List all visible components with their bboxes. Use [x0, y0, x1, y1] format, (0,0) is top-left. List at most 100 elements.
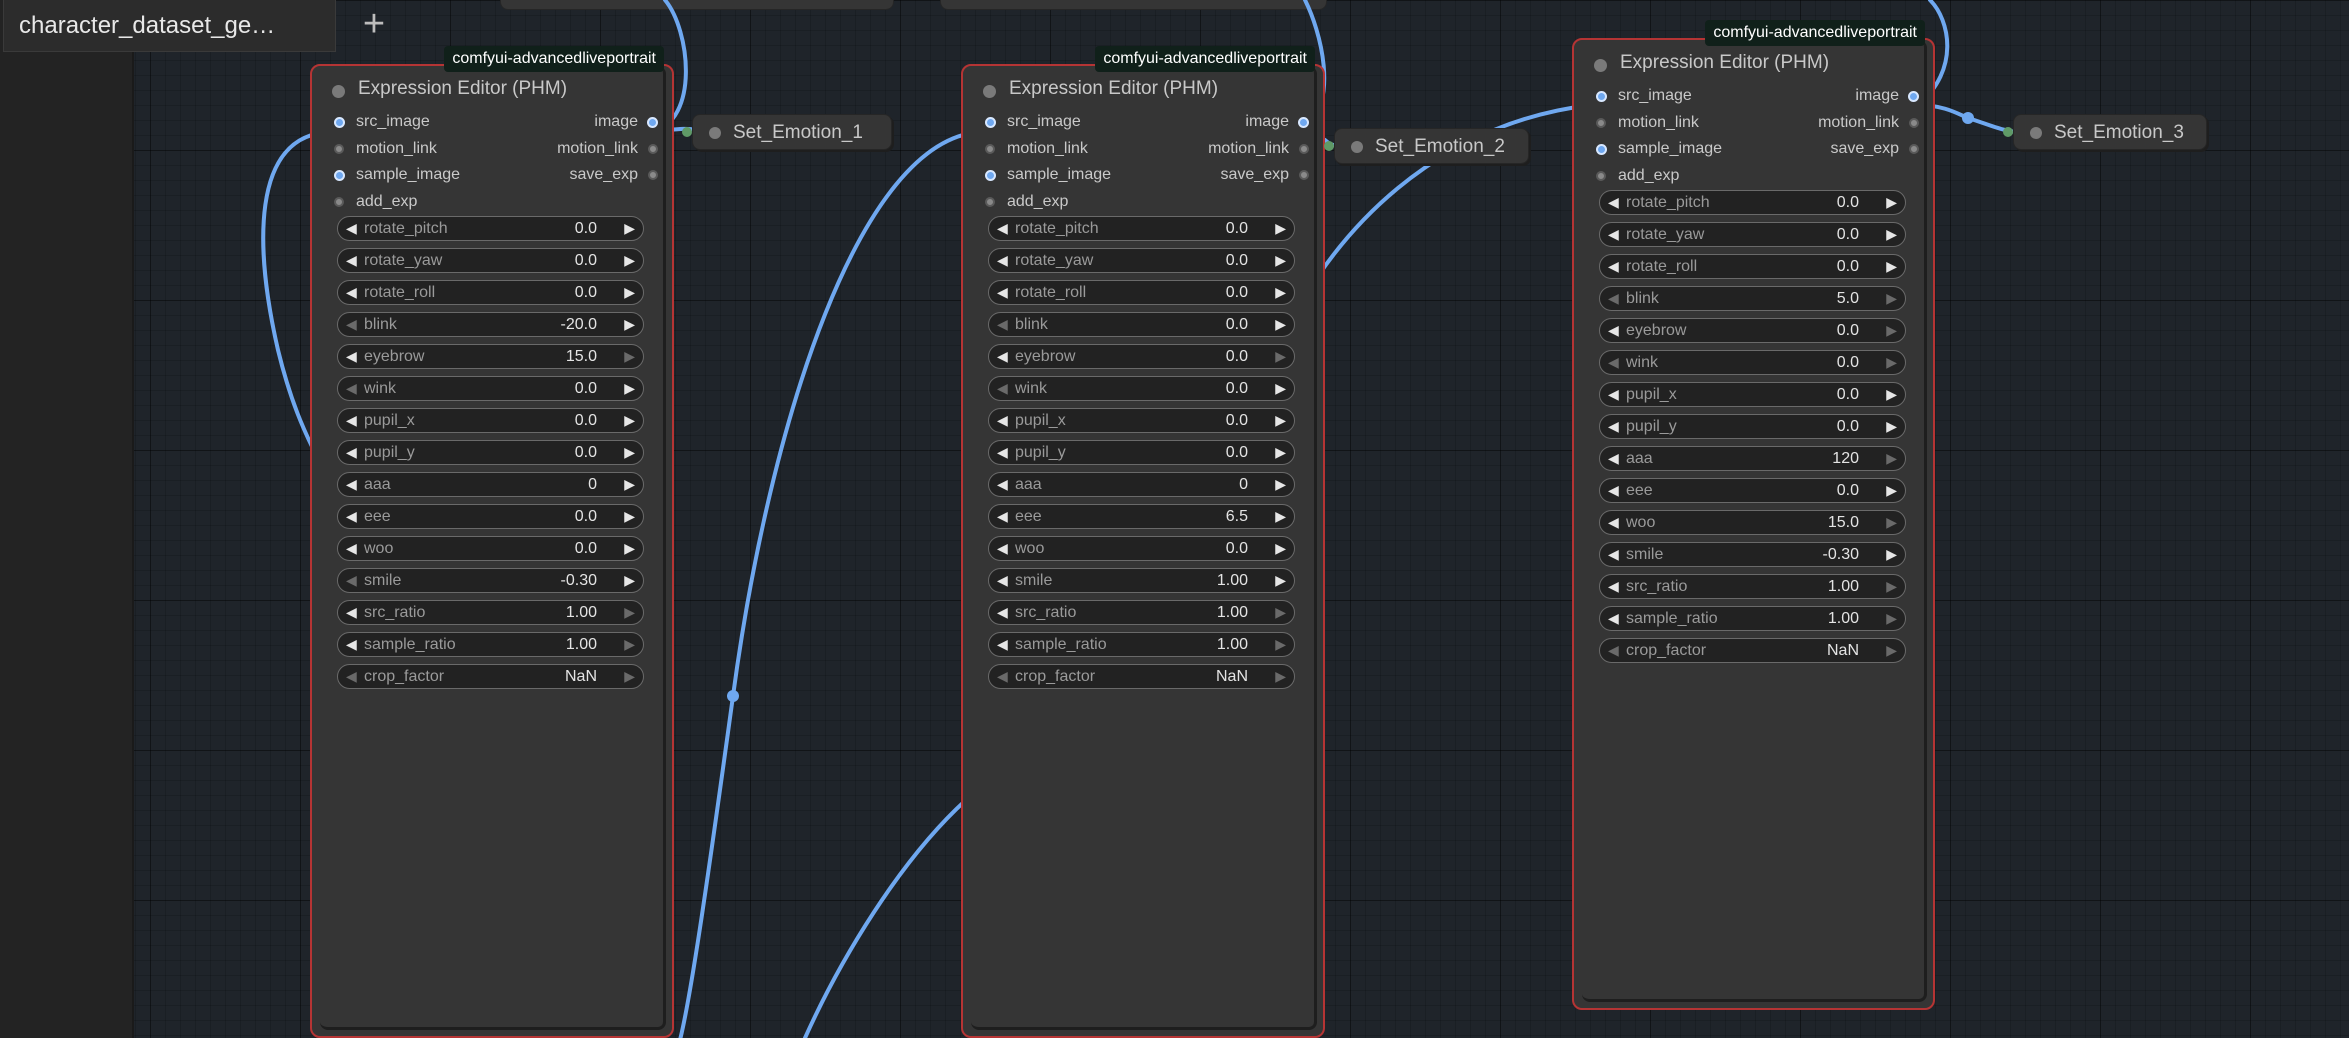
- add-tab-button[interactable]: +: [362, 3, 386, 45]
- output-dot-icon[interactable]: [1908, 91, 1919, 102]
- widget-value[interactable]: 0.0: [574, 412, 597, 429]
- decrement-arrow-icon[interactable]: ◀: [1608, 258, 1619, 274]
- output-dot-icon[interactable]: [648, 170, 658, 181]
- decrement-arrow-icon[interactable]: ◀: [1608, 642, 1619, 658]
- workflow-tab[interactable]: character_dataset_ge…: [3, 0, 336, 52]
- decrement-arrow-icon[interactable]: ◀: [346, 380, 357, 396]
- widget-value[interactable]: NaN: [564, 668, 597, 685]
- decrement-arrow-icon[interactable]: ◀: [997, 540, 1008, 556]
- output-slot-save-exp[interactable]: save_exp: [1719, 139, 1919, 159]
- input-dot-icon[interactable]: [334, 197, 344, 208]
- increment-arrow-icon[interactable]: ▶: [624, 380, 635, 396]
- increment-arrow-icon[interactable]: ▶: [624, 252, 635, 268]
- output-dot-icon[interactable]: [1299, 170, 1309, 181]
- output-slot-motion-link[interactable]: motion_link: [1719, 113, 1919, 133]
- increment-arrow-icon[interactable]: ▶: [1886, 482, 1897, 498]
- increment-arrow-icon[interactable]: ▶: [624, 636, 635, 652]
- widget-value[interactable]: 0: [1239, 476, 1248, 493]
- decrement-arrow-icon[interactable]: ◀: [1608, 578, 1619, 594]
- input-dot-icon[interactable]: [985, 143, 995, 154]
- input-dot-icon[interactable]: [334, 143, 344, 154]
- increment-arrow-icon[interactable]: ▶: [1886, 322, 1897, 338]
- widget-value[interactable]: 0.0: [574, 220, 597, 237]
- decrement-arrow-icon[interactable]: ◀: [997, 252, 1008, 268]
- increment-arrow-icon[interactable]: ▶: [1886, 546, 1897, 562]
- input-dot-icon[interactable]: [985, 170, 996, 182]
- increment-arrow-icon[interactable]: ▶: [624, 444, 635, 460]
- widget-value[interactable]: 1.00: [1216, 572, 1248, 589]
- output-slot-save-exp[interactable]: save_exp: [458, 165, 658, 185]
- output-dot-icon[interactable]: [648, 143, 658, 154]
- output-dot-icon[interactable]: [1298, 117, 1309, 128]
- set-node-input-dot-icon[interactable]: [1324, 141, 1334, 151]
- decrement-arrow-icon[interactable]: ◀: [1608, 610, 1619, 626]
- widget-smile[interactable]: ◀smile-0.30▶: [1599, 542, 1906, 567]
- widget-value[interactable]: NaN: [1826, 642, 1859, 659]
- widget-value[interactable]: 0.0: [1225, 348, 1248, 365]
- widget-value[interactable]: 0.0: [1836, 418, 1859, 435]
- decrement-arrow-icon[interactable]: ◀: [1608, 514, 1619, 530]
- decrement-arrow-icon[interactable]: ◀: [1608, 482, 1619, 498]
- widget-value[interactable]: 0: [588, 476, 597, 493]
- widget-value[interactable]: 1.00: [565, 636, 597, 653]
- increment-arrow-icon[interactable]: ▶: [1886, 354, 1897, 370]
- set-node-input-dot-icon[interactable]: [682, 127, 692, 137]
- increment-arrow-icon[interactable]: ▶: [1886, 642, 1897, 658]
- set-emotion-node-3[interactable]: Set_Emotion_3: [2013, 114, 2207, 150]
- collapse-dot-icon[interactable]: [1351, 141, 1363, 153]
- decrement-arrow-icon[interactable]: ◀: [997, 476, 1008, 492]
- decrement-arrow-icon[interactable]: ◀: [1608, 546, 1619, 562]
- increment-arrow-icon[interactable]: ▶: [1886, 418, 1897, 434]
- set-node-input-dot-icon[interactable]: [2003, 127, 2013, 137]
- increment-arrow-icon[interactable]: ▶: [624, 668, 635, 684]
- increment-arrow-icon[interactable]: ▶: [1886, 514, 1897, 530]
- input-dot-icon[interactable]: [1596, 117, 1606, 128]
- decrement-arrow-icon[interactable]: ◀: [1608, 354, 1619, 370]
- decrement-arrow-icon[interactable]: ◀: [997, 444, 1008, 460]
- set-emotion-node-2[interactable]: Set_Emotion_2: [1334, 128, 1529, 164]
- widget-value[interactable]: 0.0: [1225, 284, 1248, 301]
- increment-arrow-icon[interactable]: ▶: [624, 316, 635, 332]
- decrement-arrow-icon[interactable]: ◀: [346, 668, 357, 684]
- increment-arrow-icon[interactable]: ▶: [1886, 386, 1897, 402]
- widget-value[interactable]: 0.0: [1836, 258, 1859, 275]
- collapse-dot-icon[interactable]: [1594, 59, 1607, 72]
- widget-value[interactable]: 0.0: [1225, 316, 1248, 333]
- widget-value[interactable]: 0.0: [574, 508, 597, 525]
- decrement-arrow-icon[interactable]: ◀: [1608, 290, 1619, 306]
- increment-arrow-icon[interactable]: ▶: [1886, 610, 1897, 626]
- increment-arrow-icon[interactable]: ▶: [1275, 284, 1286, 300]
- decrement-arrow-icon[interactable]: ◀: [346, 412, 357, 428]
- widget-blink[interactable]: ◀blink-20.0▶: [337, 312, 644, 337]
- decrement-arrow-icon[interactable]: ◀: [346, 220, 357, 236]
- decrement-arrow-icon[interactable]: ◀: [997, 220, 1008, 236]
- output-slot-save-exp[interactable]: save_exp: [1109, 165, 1309, 185]
- decrement-arrow-icon[interactable]: ◀: [1608, 386, 1619, 402]
- widget-value[interactable]: 1.00: [565, 604, 597, 621]
- decrement-arrow-icon[interactable]: ◀: [997, 668, 1008, 684]
- widget-value[interactable]: 0.0: [1225, 252, 1248, 269]
- widget-value[interactable]: 0.0: [1836, 322, 1859, 339]
